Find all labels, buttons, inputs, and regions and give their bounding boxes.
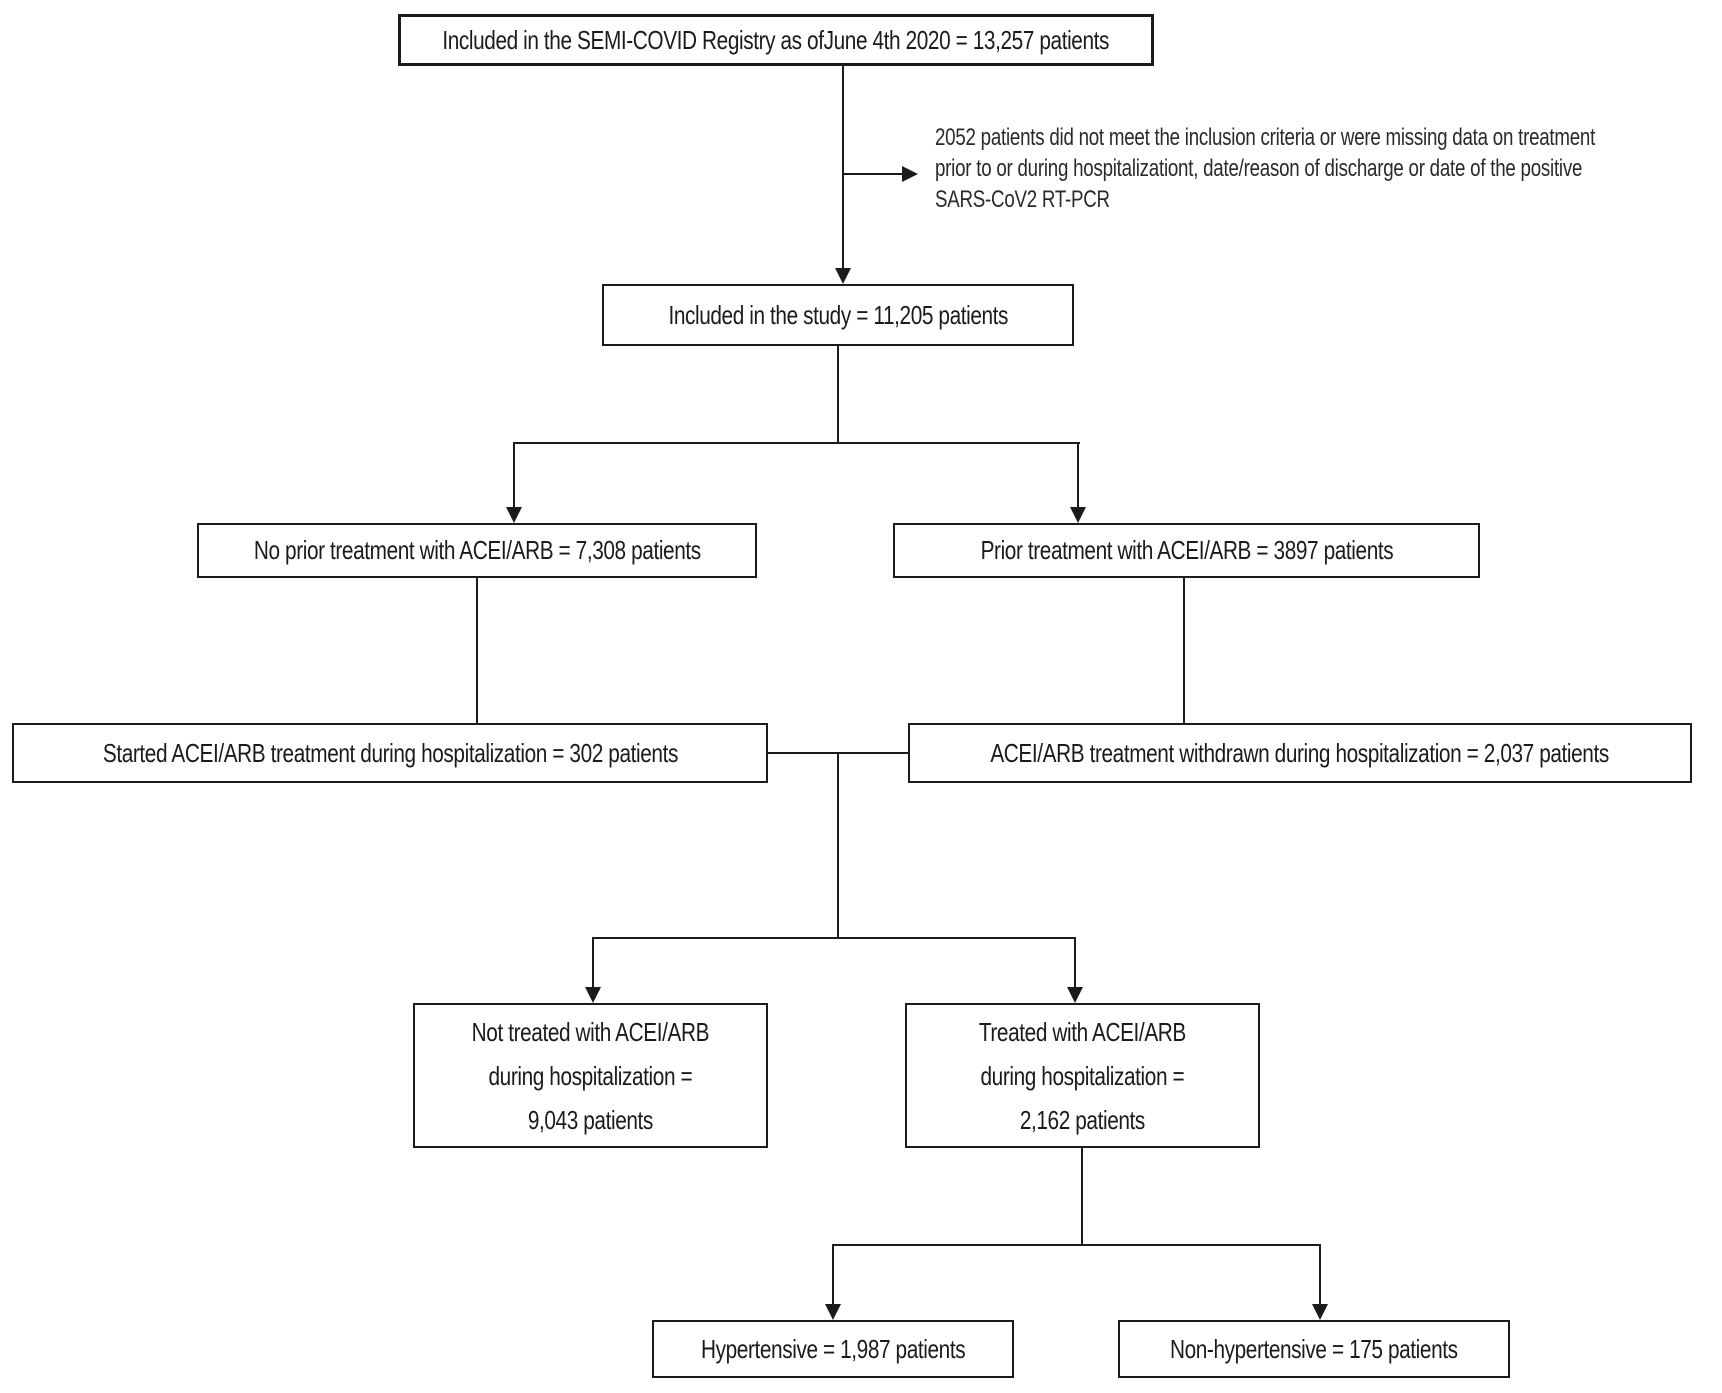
node-not-treated-label: Not treated with ACEI/ARB during hospita… [471, 1010, 710, 1142]
arrowhead-into-treated [1067, 987, 1083, 1003]
arrowhead-into-prior [1070, 507, 1086, 523]
node-treated-line-2: during hospitalization = [980, 1060, 1185, 1091]
connector-drop-to-non-hypertensive [1319, 1244, 1321, 1306]
node-hypertensive-label: Hypertensive = 1,987 patients [700, 1333, 966, 1364]
connector-drop-to-not-treated [592, 937, 594, 989]
node-not-treated: Not treated with ACEI/ARB during hospita… [413, 1003, 768, 1148]
node-no-prior-treatment: No prior treatment with ACEI/ARB = 7,308… [197, 523, 757, 578]
connector-treated-down [1081, 1148, 1083, 1245]
node-not-treated-line-1: Not treated with ACEI/ARB [471, 1016, 710, 1047]
node-registry: Included in the SEMI-COVID Registry as o… [398, 14, 1154, 66]
node-treated-line-3: 2,162 patients [1019, 1104, 1146, 1135]
node-treatment-withdrawn-label: ACEI/ARB treatment withdrawn during hosp… [990, 737, 1610, 768]
node-included-in-study: Included in the study = 11,205 patients [602, 284, 1074, 346]
node-non-hypertensive-label: Non-hypertensive = 175 patients [1170, 1333, 1458, 1364]
node-treated-line-1: Treated with ACEI/ARB [978, 1016, 1186, 1047]
arrowhead-into-exclusion-note [902, 166, 918, 182]
exclusion-note: 2052 patients did not meet the inclusion… [935, 122, 1596, 215]
node-included-in-study-label: Included in the study = 11,205 patients [668, 299, 1008, 330]
node-prior-treatment: Prior treatment with ACEI/ARB = 3897 pat… [893, 523, 1480, 578]
exclusion-note-line-3: SARS-CoV2 RT-PCR [935, 186, 1110, 213]
connector-no-prior-to-started [476, 578, 478, 723]
node-prior-treatment-label: Prior treatment with ACEI/ARB = 3897 pat… [980, 535, 1393, 566]
exclusion-note-line-1: 2052 patients did not meet the inclusion… [935, 124, 1596, 151]
node-not-treated-line-3: 9,043 patients [527, 1104, 654, 1135]
connector-drop-to-prior [1077, 442, 1079, 509]
node-treatment-withdrawn: ACEI/ARB treatment withdrawn during hosp… [908, 723, 1692, 783]
connector-drop-to-hypertensive [832, 1244, 834, 1306]
connector-drop-to-no-prior [513, 442, 515, 509]
arrowhead-into-non-hypertensive [1312, 1304, 1328, 1320]
connector-distributor-1 [514, 442, 1080, 444]
connector-drop-to-treated [1074, 937, 1076, 989]
node-registry-label: Included in the SEMI-COVID Registry as o… [442, 24, 1110, 55]
exclusion-note-line-2: prior to or during hospitalizationt, dat… [935, 155, 1583, 182]
node-started-treatment: Started ACEI/ARB treatment during hospit… [12, 723, 768, 783]
arrowhead-into-hypertensive [825, 1304, 841, 1320]
node-hypertensive: Hypertensive = 1,987 patients [652, 1320, 1014, 1378]
connector-distributor-2 [593, 937, 1076, 939]
connector-prior-to-withdrawn [1183, 578, 1185, 723]
node-started-treatment-label: Started ACEI/ARB treatment during hospit… [102, 737, 678, 768]
arrowhead-into-study [835, 268, 851, 284]
node-treated-label: Treated with ACEI/ARB during hospitaliza… [979, 1010, 1186, 1142]
connector-distributor-3 [833, 1244, 1321, 1246]
connector-exclusion-branch [843, 173, 904, 175]
connector-study-down [837, 346, 839, 443]
node-non-hypertensive: Non-hypertensive = 175 patients [1118, 1320, 1510, 1378]
node-not-treated-line-2: during hospitalization = [488, 1060, 693, 1091]
connector-registry-to-study [842, 66, 844, 270]
arrowhead-into-no-prior [506, 507, 522, 523]
node-treated: Treated with ACEI/ARB during hospitaliza… [905, 1003, 1260, 1148]
connector-bridge-down [837, 752, 839, 939]
node-no-prior-treatment-label: No prior treatment with ACEI/ARB = 7,308… [253, 535, 701, 566]
arrowhead-into-not-treated [585, 987, 601, 1003]
